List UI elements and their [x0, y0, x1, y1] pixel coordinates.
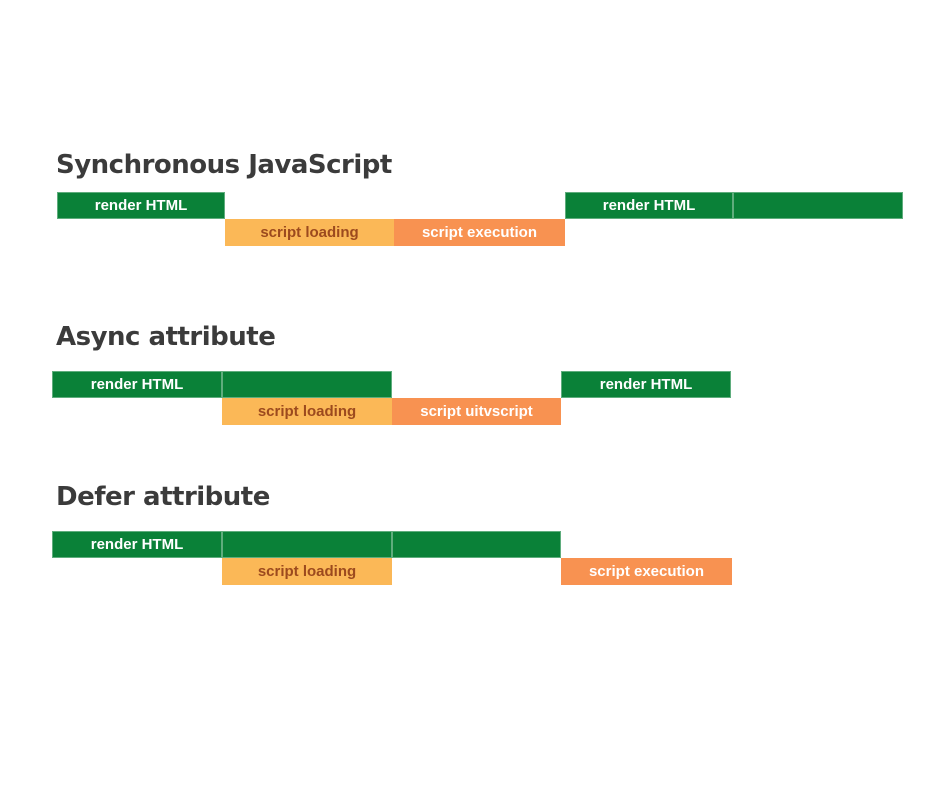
timeline-bar-script-loading: script loading	[222, 398, 392, 425]
bar-label: render HTML	[90, 376, 184, 393]
bar-label: script loading	[260, 224, 359, 241]
timeline-bar-continuation	[222, 531, 392, 558]
timeline-bar-continuation	[392, 531, 561, 558]
timeline-bar-script-uitvscript: script uitvscript	[392, 398, 561, 425]
timeline-bar-render-html: render HTML	[565, 192, 733, 219]
section-title-async-attribute: Async attribute	[56, 322, 276, 352]
timeline-bar-continuation	[222, 371, 392, 398]
timeline-bar-script-loading: script loading	[225, 219, 394, 246]
timeline-bar-script-execution: script execution	[561, 558, 732, 585]
bar-label: render HTML	[94, 197, 188, 214]
timeline-bar-continuation	[733, 192, 903, 219]
timeline-bar-render-html: render HTML	[561, 371, 731, 398]
timeline-bar-script-loading: script loading	[222, 558, 392, 585]
bar-label: script loading	[257, 403, 357, 420]
section-title-defer-attribute: Defer attribute	[56, 482, 270, 512]
timeline-bar-render-html: render HTML	[52, 371, 222, 398]
timeline-bar-render-html: render HTML	[57, 192, 225, 219]
bar-label: script execution	[588, 563, 705, 580]
timeline-bar-script-execution: script execution	[394, 219, 565, 246]
bar-label: render HTML	[90, 536, 184, 553]
bar-label: render HTML	[599, 376, 693, 393]
bar-label: script loading	[257, 563, 357, 580]
bar-label: script execution	[421, 224, 538, 241]
section-title-synchronous-javascript: Synchronous JavaScript	[56, 150, 392, 180]
bar-label: render HTML	[602, 197, 696, 214]
bar-label: script uitvscript	[420, 403, 533, 420]
timeline-bar-render-html: render HTML	[52, 531, 222, 558]
